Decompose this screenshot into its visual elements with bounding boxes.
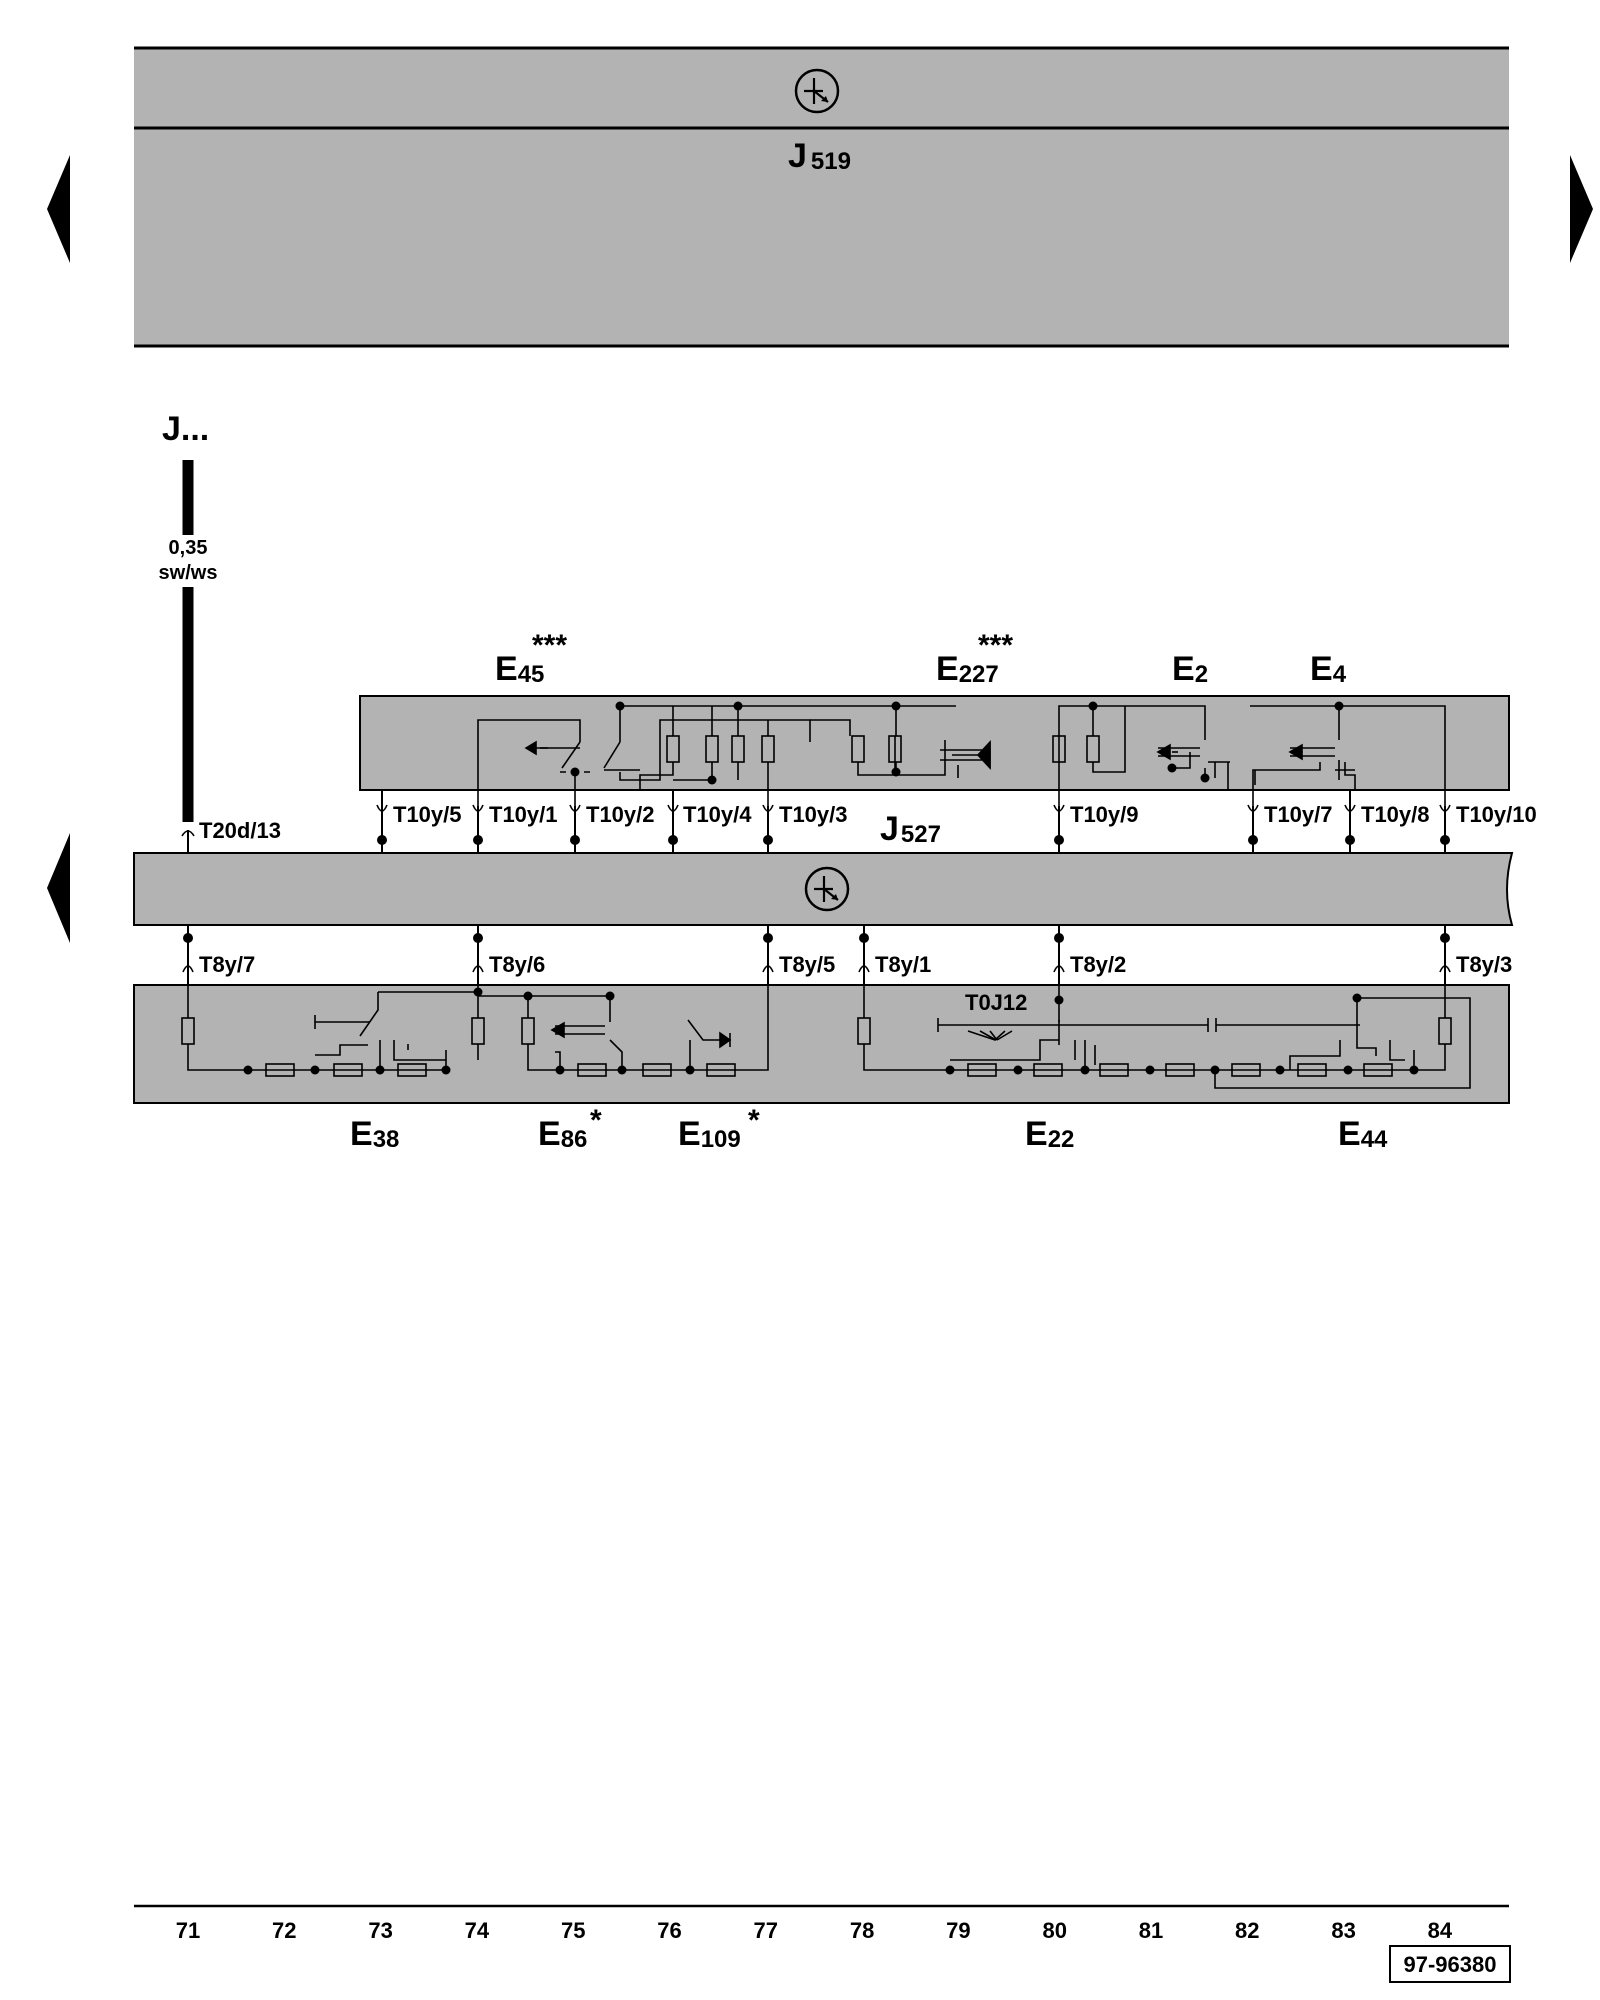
lower-connector-dots	[183, 933, 1450, 943]
switch-label-e44: E44	[1338, 1115, 1388, 1153]
control-unit-symbol-icon-2	[804, 866, 850, 912]
column-number: 75	[561, 1918, 585, 1943]
doc-number: 97-96380	[1404, 1952, 1497, 1977]
column-number: 74	[465, 1918, 490, 1943]
connector-t8y-3: T8y/3	[1456, 952, 1512, 977]
switch-label-e22: E22	[1025, 1115, 1074, 1153]
connector-t8y-7: T8y/7	[199, 952, 255, 977]
column-number: 76	[657, 1918, 681, 1943]
upper-switch-panel	[359, 695, 1510, 806]
connector-t10y-5: T10y/5	[393, 802, 462, 827]
wire-gauge: 0,35	[169, 537, 208, 559]
switch-label-e227: E227	[936, 650, 999, 688]
switch-mark-e86: *	[590, 1104, 602, 1137]
switch-label-e86: E86	[538, 1115, 587, 1153]
column-number: 71	[176, 1918, 200, 1943]
upper-connector-arrows	[376, 804, 1451, 812]
column-number: 82	[1235, 1918, 1259, 1943]
upper-connectors	[381, 790, 1446, 853]
switch-label-e2: E2	[1172, 650, 1208, 688]
column-number: 80	[1042, 1918, 1066, 1943]
column-number: 79	[946, 1918, 970, 1943]
switch-label-e45: E45	[495, 650, 544, 688]
column-number: 78	[850, 1918, 874, 1943]
doc-number-box: 97-96380	[1389, 1945, 1511, 1983]
connector-t10y-10: T10y/10	[1456, 802, 1537, 827]
connector-t10y-9: T10y/9	[1070, 802, 1139, 827]
control-unit-j527: J527	[133, 810, 1514, 926]
connector-t10y-8: T10y/8	[1361, 802, 1430, 827]
column-number: 77	[754, 1918, 778, 1943]
column-number: 73	[368, 1918, 392, 1943]
connector-t8y-2: T8y/2	[1070, 952, 1126, 977]
switch-mark-e109: *	[748, 1104, 760, 1137]
lower-junction-dots	[243, 987, 1419, 1075]
page-prev-arrow-icon[interactable]	[47, 155, 70, 263]
connector-t10y-2: T10y/2	[586, 802, 655, 827]
switch-mark-e45: ***	[532, 629, 567, 662]
switch-label-e109: E109	[678, 1115, 741, 1153]
connector-t20d-13: T20d/13	[199, 818, 281, 843]
connector-t10y-3: T10y/3	[779, 802, 848, 827]
j527-label: J527	[880, 810, 941, 848]
lower-switch-panel: T0J12	[133, 984, 1510, 1104]
wire-color: sw/ws	[159, 562, 218, 584]
lower-connector-arrows	[182, 965, 1451, 973]
page-prev-arrow-icon-2[interactable]	[47, 833, 70, 943]
page-next-arrow-icon[interactable]	[1570, 155, 1593, 263]
column-numbers: 71 72 73 74 75 76 77 78 79 80 81 82 83 84	[176, 1918, 1453, 1943]
external-module-wire: J... 0,35 sw/ws T20d/13	[159, 410, 281, 852]
connector-t8y-5: T8y/5	[779, 952, 835, 977]
column-number: 81	[1139, 1918, 1163, 1943]
column-number: 72	[272, 1918, 296, 1943]
connector-t10y-1: T10y/1	[489, 802, 558, 827]
internal-label-t0j12: T0J12	[965, 990, 1027, 1015]
column-number: 84	[1428, 1918, 1453, 1943]
external-module-label: J...	[162, 410, 209, 448]
switch-mark-e227: ***	[978, 629, 1013, 662]
switch-label-e4: E4	[1310, 650, 1347, 688]
connector-t10y-7: T10y/7	[1264, 802, 1333, 827]
upper-connector-dots	[377, 835, 1450, 845]
connector-t10y-4: T10y/4	[683, 802, 752, 827]
switch-label-e38: E38	[350, 1115, 399, 1153]
column-number: 83	[1331, 1918, 1355, 1943]
connector-t8y-1: T8y/1	[875, 952, 931, 977]
connector-t8y-6: T8y/6	[489, 952, 545, 977]
control-unit-symbol-icon	[794, 68, 840, 114]
